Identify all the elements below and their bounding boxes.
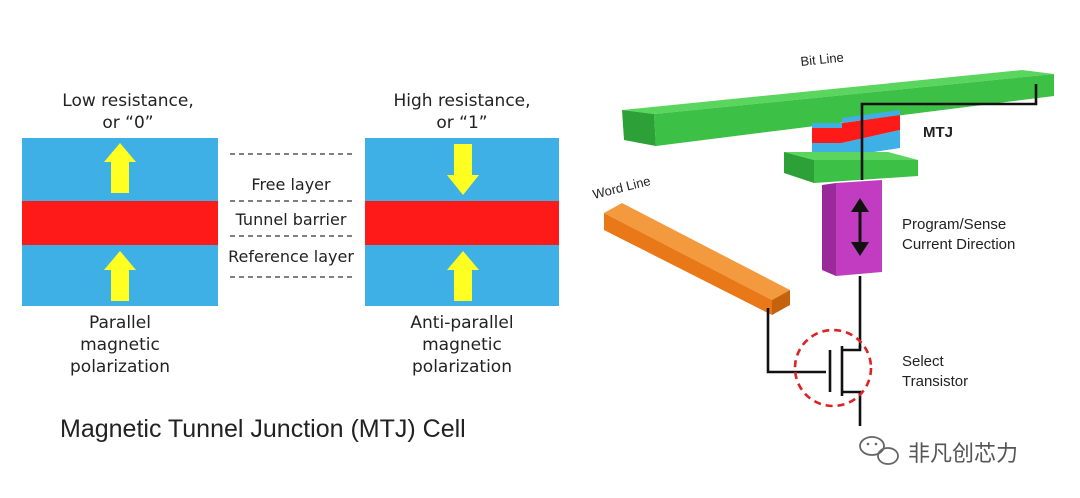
select-label-line1: Select (902, 353, 945, 370)
tunnel-barrier-label: Tunnel barrier (235, 210, 347, 229)
high-resistance-line2: or “1” (436, 113, 487, 133)
word-line-label: Word Line (591, 173, 652, 202)
watermark-text: 非凡创芯力 (908, 442, 1018, 467)
down-arrow-icon (447, 144, 479, 195)
antiparallel-state-stack (365, 138, 559, 306)
select-label-line2: Transistor (902, 373, 968, 390)
high-resistance-line1: High resistance, (393, 91, 530, 111)
current-label-line1: Program/Sense (902, 216, 1006, 233)
tunnel-barrier-right (365, 201, 559, 245)
current-direction-arrow-icon (851, 198, 869, 256)
mtj-label: MTJ (923, 124, 953, 141)
up-arrow-icon (104, 251, 136, 301)
antiparallel-line1: Anti-parallel (410, 313, 513, 333)
up-arrow-icon (447, 251, 479, 301)
antiparallel-line3: polarization (412, 357, 512, 377)
up-arrow-icon (104, 143, 136, 193)
reference-layer-label: Reference layer (228, 247, 354, 266)
word-line-bar (604, 203, 790, 315)
watermark: 非凡创芯力 (859, 436, 1018, 467)
layer-divider-lines (230, 153, 356, 278)
low-resistance-line2: or “0” (102, 113, 153, 133)
bit-line-bar (622, 70, 1054, 146)
transistor-highlight-circle (793, 328, 873, 408)
via-column (822, 180, 882, 276)
tunnel-barrier-left (22, 201, 218, 245)
bottom-electrode (784, 152, 918, 183)
mtj-stack (812, 110, 900, 157)
free-layer-label: Free layer (251, 175, 331, 194)
antiparallel-line2: magnetic (422, 335, 502, 355)
parallel-line3: polarization (70, 357, 170, 377)
wechat-logo-icon (859, 436, 899, 465)
figure-caption: Magnetic Tunnel Junction (MTJ) Cell (60, 415, 466, 443)
circuit-wiring (766, 84, 1038, 426)
parallel-line1: Parallel (89, 313, 151, 333)
low-resistance-line1: Low resistance, (62, 91, 193, 111)
current-label-line2: Current Direction (902, 236, 1015, 253)
parallel-line2: magnetic (80, 335, 160, 355)
bit-line-label: Bit Line (800, 50, 845, 69)
parallel-state-stack (22, 138, 218, 306)
